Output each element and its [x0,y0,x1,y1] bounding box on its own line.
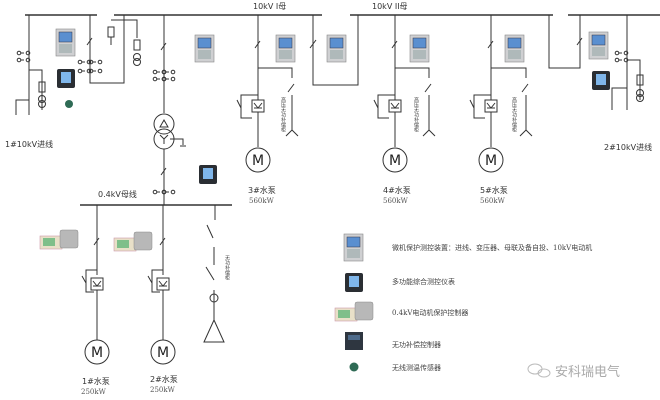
wireless-sensor-icon [65,100,73,108]
transformer [152,15,186,205]
pump-name-5: 5#水泵 [480,185,508,195]
pump-name-1: 1#水泵 [82,376,110,386]
bus-label-i: 10kV I母 [253,2,286,11]
pump-power-2: 250kW [150,386,176,394]
pump-name-2: 2#水泵 [150,374,178,384]
protection-relay-icon [326,34,347,63]
pump-power-4: 560kW [383,197,409,205]
bus-label-ii: 10kV II母 [372,2,408,11]
incoming-label-2: 2#10kV进线 [604,142,652,152]
feeder-pump-1 [81,205,110,365]
pump-name-3: 3#水泵 [248,185,276,195]
legend-label-2: 多功能综合测控仪表 [392,277,455,286]
legend: 微机保护测控装置：进线、变压器、母联及备自投、10kV电动机 多功能综合测控仪表… [334,233,592,372]
hv-compensation-label-2: 高压无功补偿柜 [413,96,419,133]
bus-coupler [309,15,359,86]
multifunction-meter-icon [57,69,75,88]
legend-label-3: 0.4kV电动机保护控制器 [392,308,468,317]
protection-relay-icon [504,34,525,63]
legend-label-4: 无功补偿控制器 [392,340,441,349]
incoming-line-1 [15,15,141,115]
protection-relay-icon [588,31,609,60]
pump-power-3: 560kW [249,197,275,205]
feeder-pump-2 [147,205,176,365]
feeder-pump-3 [236,15,299,173]
legend-protection-relay-icon [343,233,364,262]
hv-compensation-label-1: 高压无功补偿柜 [280,96,286,133]
bus-label-0.4kv: 0.4kV母线 [98,189,137,199]
legend-motor-controller-icon [334,301,374,322]
pump-power-1: 250kW [81,388,107,396]
protection-relay-icon [55,28,76,57]
legend-wireless-sensor-icon [349,362,359,372]
legend-label-1: 微机保护测控装置：进线、变压器、母联及备自投、10kV电动机 [392,243,592,252]
watermark-text: 安科瑞电气 [555,364,620,380]
legend-reactive-controller-icon [345,332,363,350]
lv-compensation-label: 无功补偿柜 [224,255,230,281]
protection-relay-icon [275,34,296,63]
incoming-label-1: 1#10kV进线 [5,139,53,149]
incoming-line-2 [548,15,644,110]
legend-label-5: 无线测温传感器 [392,363,441,372]
watermark: 安科瑞电气 [527,363,620,380]
feeder-pump-5 [469,15,533,173]
motor-controller-icon [113,231,153,252]
feeder-pump-4 [373,15,436,173]
hv-compensation-label-3: 高压无功补偿柜 [511,96,517,133]
pump-name-4: 4#水泵 [383,185,411,195]
legend-multifunction-meter-icon [345,273,363,292]
multifunction-meter-icon [199,165,217,184]
protection-relay-icon [194,34,215,63]
pump-power-5: 560kW [480,197,506,205]
lv-capacitor-bank [203,205,225,343]
multifunction-meter-icon [592,71,610,90]
protection-relay-icon [409,34,430,63]
motor-controller-icon [39,229,79,250]
